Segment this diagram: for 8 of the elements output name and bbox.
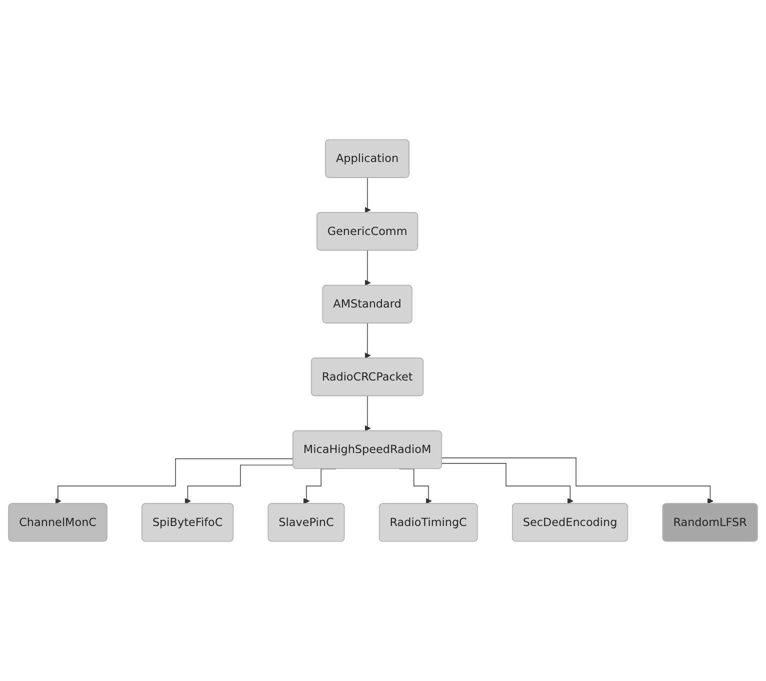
arrow: [364, 323, 371, 359]
arrow: [364, 250, 371, 286]
arrow: [442, 463, 574, 504]
arrow: [184, 464, 294, 504]
arrow: [364, 177, 371, 214]
arrow: [364, 396, 371, 432]
arrow: [442, 458, 714, 504]
arrow: [55, 458, 294, 504]
